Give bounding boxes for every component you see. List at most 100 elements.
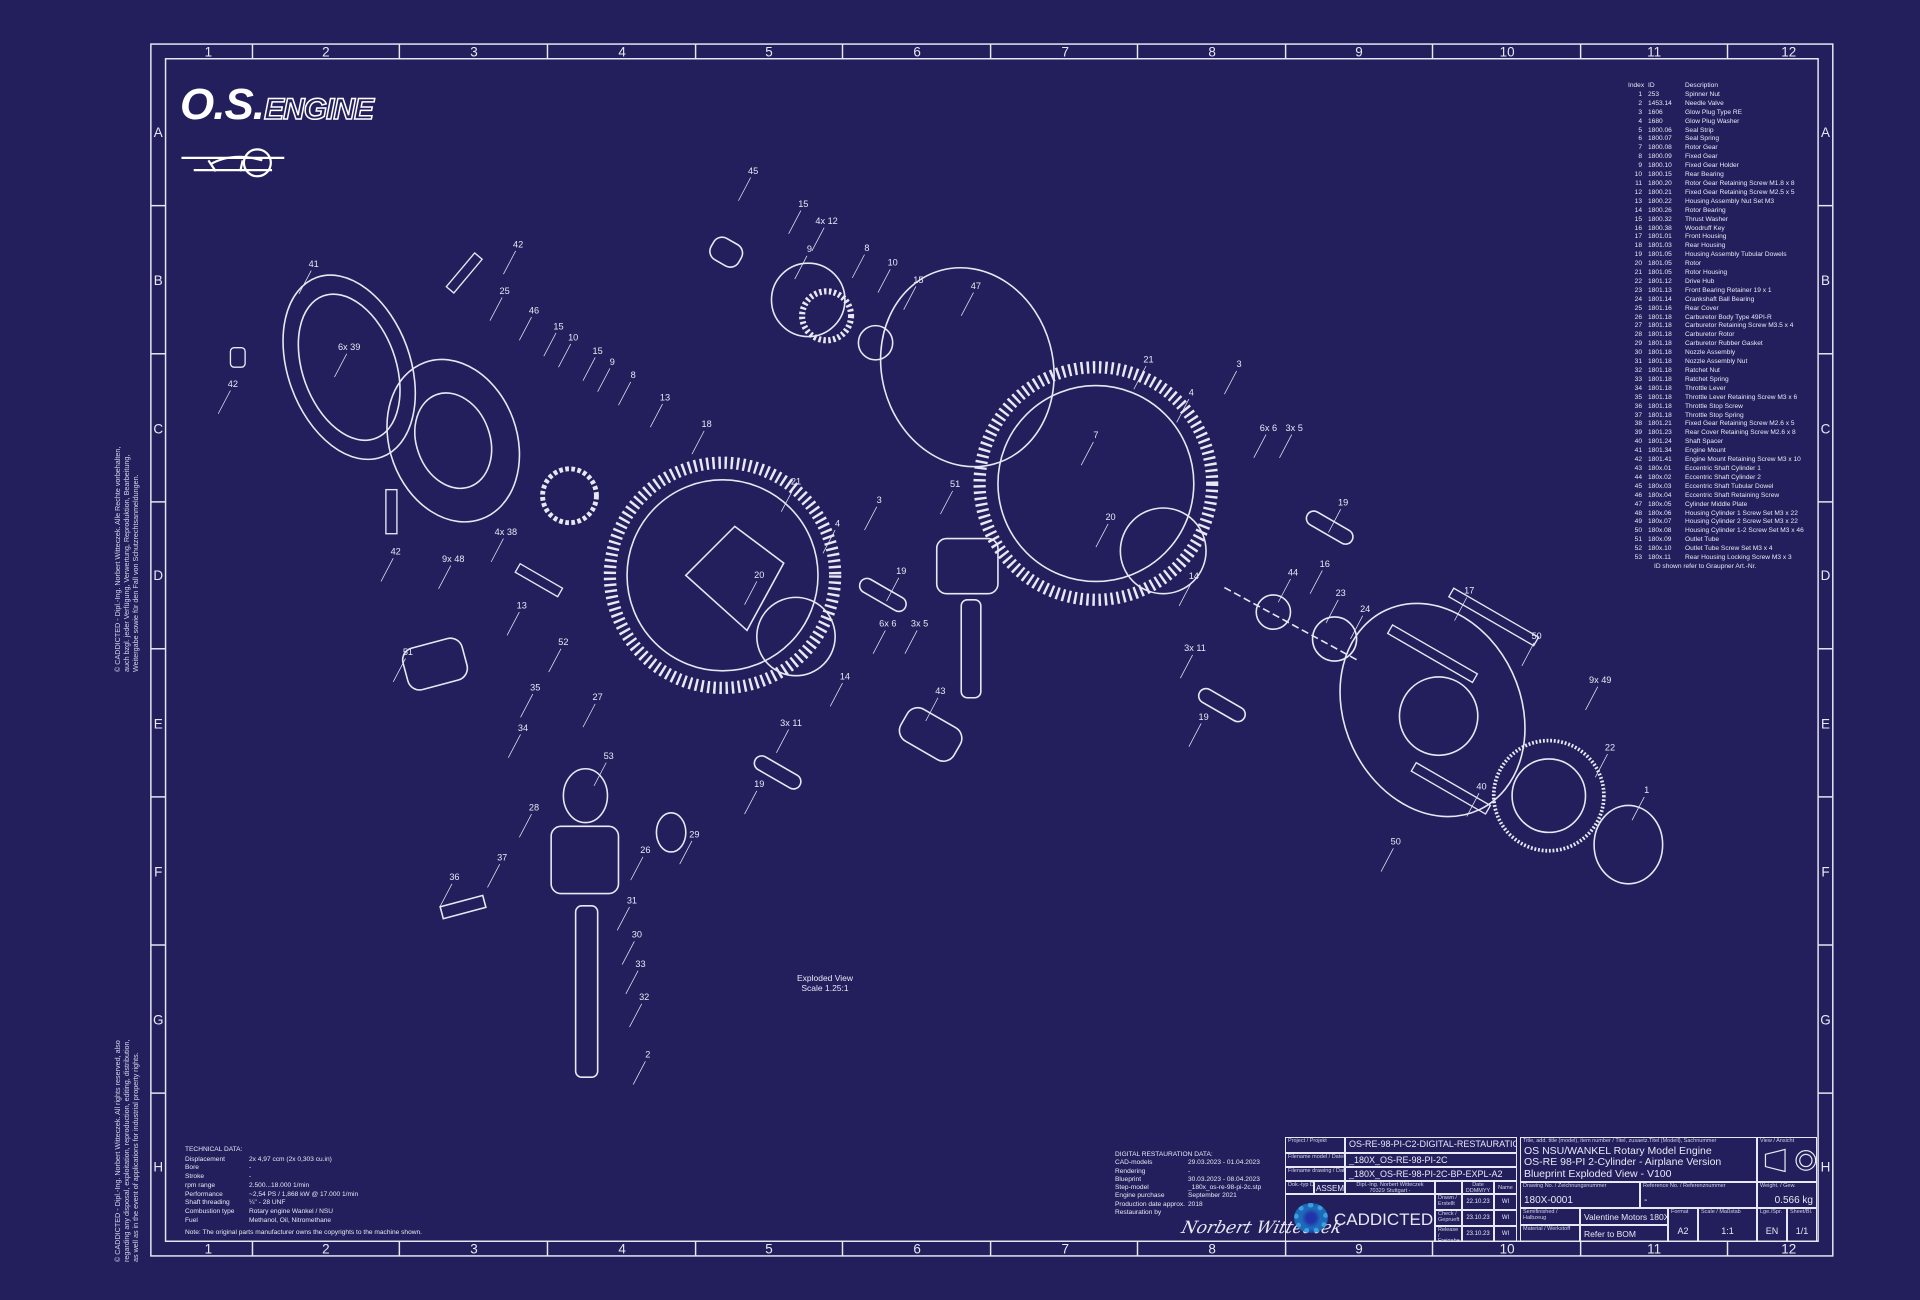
reference-no: Reference No. / Referenznummer- [1640,1182,1757,1208]
part-callout: 19 [1198,712,1208,722]
leader-line [1309,570,1323,594]
leader-line [487,864,501,888]
grid-row-label: A [1821,125,1830,140]
part-callout: 13 [660,392,670,402]
part-index: 17 [1634,233,1642,241]
format-text: A2 [1677,1225,1689,1236]
part-id: 180x.04 [1648,491,1672,499]
reference-no-text: Reference No. / Referenznummer [1643,1183,1726,1189]
part-id: 1453.14 [1648,99,1672,107]
leader-line [490,538,504,563]
part-callout: 9 [610,357,615,367]
leader-line [621,941,635,965]
leader-line [877,269,891,293]
signoff-text: 23.10.23 [1466,1215,1490,1221]
part-callout: 37 [497,853,507,863]
part-id: 1800.09 [1648,153,1672,161]
leader-line [629,1003,643,1028]
part-index: 1 [1638,90,1642,98]
engine-mount-41 [282,274,417,461]
grid-row-label: D [1821,568,1831,583]
leader-line [217,390,231,414]
part-index: 24 [1634,295,1642,303]
part-callout: 23 [1336,588,1346,598]
part-callout: 19 [896,566,906,576]
leader-line [960,292,974,316]
signoff-text: Drawn / Erstellt [1438,1195,1457,1207]
part-index: 45 [1634,482,1642,490]
leader-line [439,883,453,908]
signoff-text: WI [1501,1215,1510,1221]
part-callout: 16 [1320,559,1330,569]
leader-line [744,581,758,605]
part-id: 1801.03 [1648,242,1672,250]
material-value: Refer to BOM [1580,1225,1668,1242]
leader-line [1277,578,1291,603]
part-id: 180x.02 [1648,473,1672,481]
copyright-line: as well as in the event of applications … [131,1052,140,1262]
material-label: Material / Werkstoff [1520,1225,1580,1242]
material-label-text: Material / Werkstoff [1523,1226,1571,1232]
part-callout: 46 [529,305,539,315]
leader-line [794,255,808,280]
spec-label: Fuel [185,1216,198,1224]
project-value-text: OS-RE-98-PI-C2-DIGITAL-RESTAURATION [1349,1139,1517,1149]
part-callout: 1 [1644,785,1649,795]
part-description: Carburetor Rubber Gasket [1685,340,1763,348]
part-index: 30 [1634,349,1642,357]
grid-row-label: A [154,125,163,140]
part-description: Thrust Washer [1685,215,1728,223]
part-description: Rotor Gear Retaining Screw M1.8 x 8 [1685,179,1795,187]
leader-line [1279,434,1293,458]
leader-line [632,1061,646,1085]
gear-logo-icon [1294,1203,1328,1233]
part-callout: 4x 12 [815,216,837,226]
drawing-frame [150,43,1834,1257]
outlet-tube-51 [401,637,469,691]
part-index: 16 [1634,224,1642,232]
part-index: 25 [1634,304,1642,312]
part-callout: 21 [1143,354,1153,364]
name-label: Name [1494,1181,1517,1194]
inner-border [164,58,1819,1242]
part-description: Shaft Spacer [1685,438,1724,446]
rotor-1 [684,525,785,632]
part-description: Front Housing [1685,233,1727,241]
restoration-label: Rendering [1115,1167,1146,1175]
part-callout: 18 [702,419,712,429]
part-callout: 10 [888,258,898,268]
part-id: 1800.22 [1648,197,1672,205]
part-description: Housing Cylinder 1-2 Screw Set M3 x 46 [1685,527,1804,535]
part-id: 1801.18 [1648,313,1672,321]
project-label: Project / Projekt [1285,1137,1345,1153]
model-label: Filename model / Dateiname Modell [1285,1153,1345,1167]
leader-line [334,353,348,378]
part-callout: 21 [791,477,801,487]
part-description: Crankshaft Ball Bearing [1685,295,1755,303]
part-callout: 32 [639,992,649,1002]
part-id: 1800.06 [1648,126,1672,134]
part-index: 12 [1634,188,1642,196]
part-callout: 8 [631,370,636,380]
part-index: 22 [1634,277,1642,285]
part-index: 32 [1634,367,1642,374]
part-id: 1801.05 [1648,260,1672,268]
part-callout: 10 [568,332,578,342]
company-logo-text: CADDICTED [1334,1210,1434,1229]
part-id: 180x.08 [1648,527,1672,535]
signoff-text: Release / Freigabe [1438,1227,1460,1242]
grid-row-label: B [154,273,163,288]
